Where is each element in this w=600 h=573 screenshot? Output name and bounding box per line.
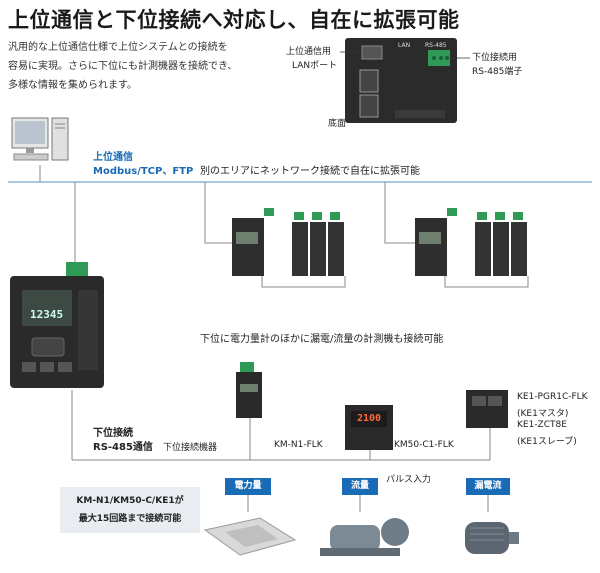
km-n1-device <box>236 362 262 418</box>
lower-connection-note: 下位に電力量計のほかに漏電/流量の計測機も接続可能 <box>200 334 444 345</box>
power-tag: 電力量 <box>225 478 271 495</box>
km-n1-model-label: KM-N1-FLK <box>274 440 323 450</box>
connection-capacity-note: KM-N1/KM50-C/KE1が 最大15回路まで接続可能 <box>60 487 200 533</box>
pump-icon <box>320 518 409 556</box>
intro-line: 汎用的な上位通信仕様で上位システムとの接続を <box>8 42 228 53</box>
note-line: 最大15回路まで接続可能 <box>78 514 182 524</box>
km50-device <box>345 405 393 450</box>
intro-line: 容易に実現。さらに下位にも計測機器を接続でき、 <box>8 61 238 72</box>
cluster-1-wire <box>261 276 346 288</box>
lower-device-label: 下位接続機器 <box>163 443 218 453</box>
ke1-master-model: KE1-PGR1C-FLK <box>517 392 588 402</box>
km50-display: 2100 <box>357 413 382 424</box>
flow-tag: 流量 <box>342 478 378 495</box>
device-print-lan: LAN <box>398 42 411 49</box>
lower-comm-title-line2: RS-485通信 <box>93 442 153 453</box>
device-cluster-2 <box>415 208 527 276</box>
leak-current-tag: 漏電流 <box>466 478 510 495</box>
unit-bottom-view <box>345 38 457 123</box>
lan-port-label-line2: LANポート <box>292 61 338 71</box>
ke1-master-role: (KE1マスタ) <box>517 409 569 419</box>
ke1-slave-model: KE1-ZCT8E <box>517 420 567 430</box>
note-line: KM-N1/KM50-C/KE1が <box>76 496 184 506</box>
bottom-view-label: 底面 <box>328 119 347 129</box>
branch-1-line <box>204 182 232 244</box>
lower-comm-title-line1: 下位接続 <box>93 428 133 439</box>
lan-port-label-line1: 上位通信用 <box>286 47 332 57</box>
main-unit <box>10 262 104 388</box>
page-title: 上位通信と下位接続へ対応し、自在に拡張可能 <box>8 8 460 32</box>
cluster-2-wire <box>444 276 529 288</box>
ke1-slave-role: (KE1スレーブ) <box>517 437 577 447</box>
upper-comm-title: 上位通信 <box>93 152 133 163</box>
rs485-terminal-label-line2: RS-485端子 <box>472 67 523 77</box>
network-expansion-note: 別のエリアにネットワーク接続で自在に拡張可能 <box>200 166 420 177</box>
motor-icon <box>465 522 519 554</box>
main-unit-display: 12345 <box>30 308 64 321</box>
branch-2-line <box>384 182 415 244</box>
ke1-device <box>466 390 508 428</box>
ceiling-ac-icon <box>203 517 297 556</box>
upper-comm-protocols: Modbus/TCP、FTP <box>93 166 194 177</box>
pc-icon <box>11 117 69 161</box>
km50-model-label: KM50-C1-FLK <box>394 440 454 450</box>
intro-line: 多様な情報を集められます。 <box>8 80 137 91</box>
rs485-terminal-label-line1: 下位接続用 <box>472 53 518 63</box>
pulse-input-label: パルス入力 <box>386 475 432 485</box>
device-print-rs485: RS-485 <box>425 42 447 49</box>
intro-text: 汎用的な上位通信仕様で上位システムとの接続を 容易に実現。さらに下位にも計測機器… <box>8 38 278 95</box>
device-cluster-1 <box>232 208 344 276</box>
